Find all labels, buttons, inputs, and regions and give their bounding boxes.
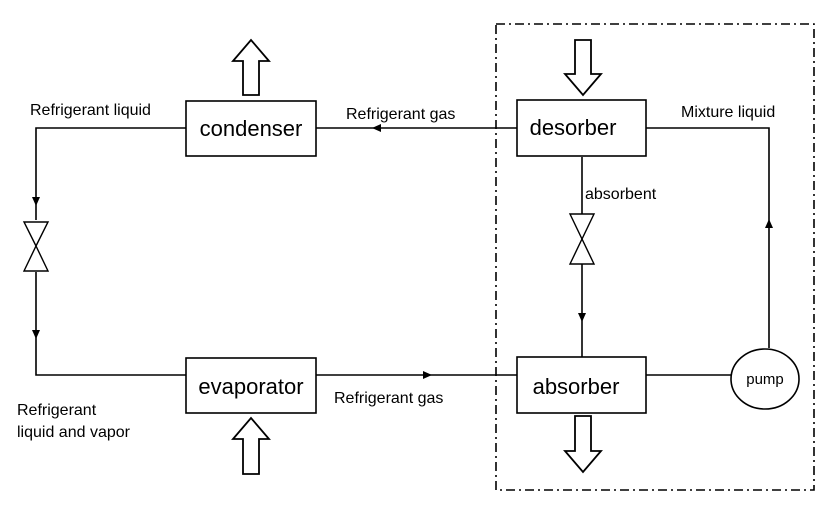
absorber-heat-out-arrow-icon [563,415,603,474]
desorber-label: desorber [530,115,617,140]
label-mixture-liquid: Mixture liquid [681,104,775,121]
desorber-heat-in-arrow-icon [563,39,603,97]
label-refrigerant-liquid: Refrigerant liquid [30,102,151,119]
flow-arrow-refrigerant-liquid [32,197,40,206]
desorber-box [516,99,647,157]
evaporator-label: evaporator [198,374,303,399]
absorbent-expansion-valve [568,213,596,265]
flow-arrow-refrigerant-gas-top [372,124,381,132]
evaporator-heat-in-arrow-icon [231,416,271,475]
flow-arrow-mixture-liquid [765,219,773,228]
pump-label: pump [746,371,784,388]
absorber-label: absorber [533,374,620,399]
flow-arrow-liquid-vapor [32,330,40,339]
refrigerant-expansion-valve [22,221,50,272]
label-refrigerant-gas-bottom: Refrigerant gas [334,390,443,407]
label-refrigerant-liquid-vapor-line1: Refrigerant [17,402,97,419]
pipe-valve-to-evaporator [35,272,186,376]
label-absorbent: absorbent [585,186,657,203]
pump-circle [730,348,800,410]
evaporator-box [185,357,317,414]
condenser-heat-out-arrow-icon [231,38,271,96]
absorption-subsystem-boundary [495,23,815,491]
flow-arrow-absorbent [578,313,586,322]
label-refrigerant-gas-top: Refrigerant gas [346,106,455,123]
label-refrigerant-liquid-vapor-line2: liquid and vapor [17,424,131,441]
condenser-box [185,100,317,157]
pipe-condenser-to-expansion-valve [35,127,186,220]
absorber-box [516,356,647,414]
flow-arrow-refrigerant-gas-bottom [423,371,432,379]
pipe-pump-to-desorber [646,127,770,348]
condenser-label: condenser [200,116,303,141]
